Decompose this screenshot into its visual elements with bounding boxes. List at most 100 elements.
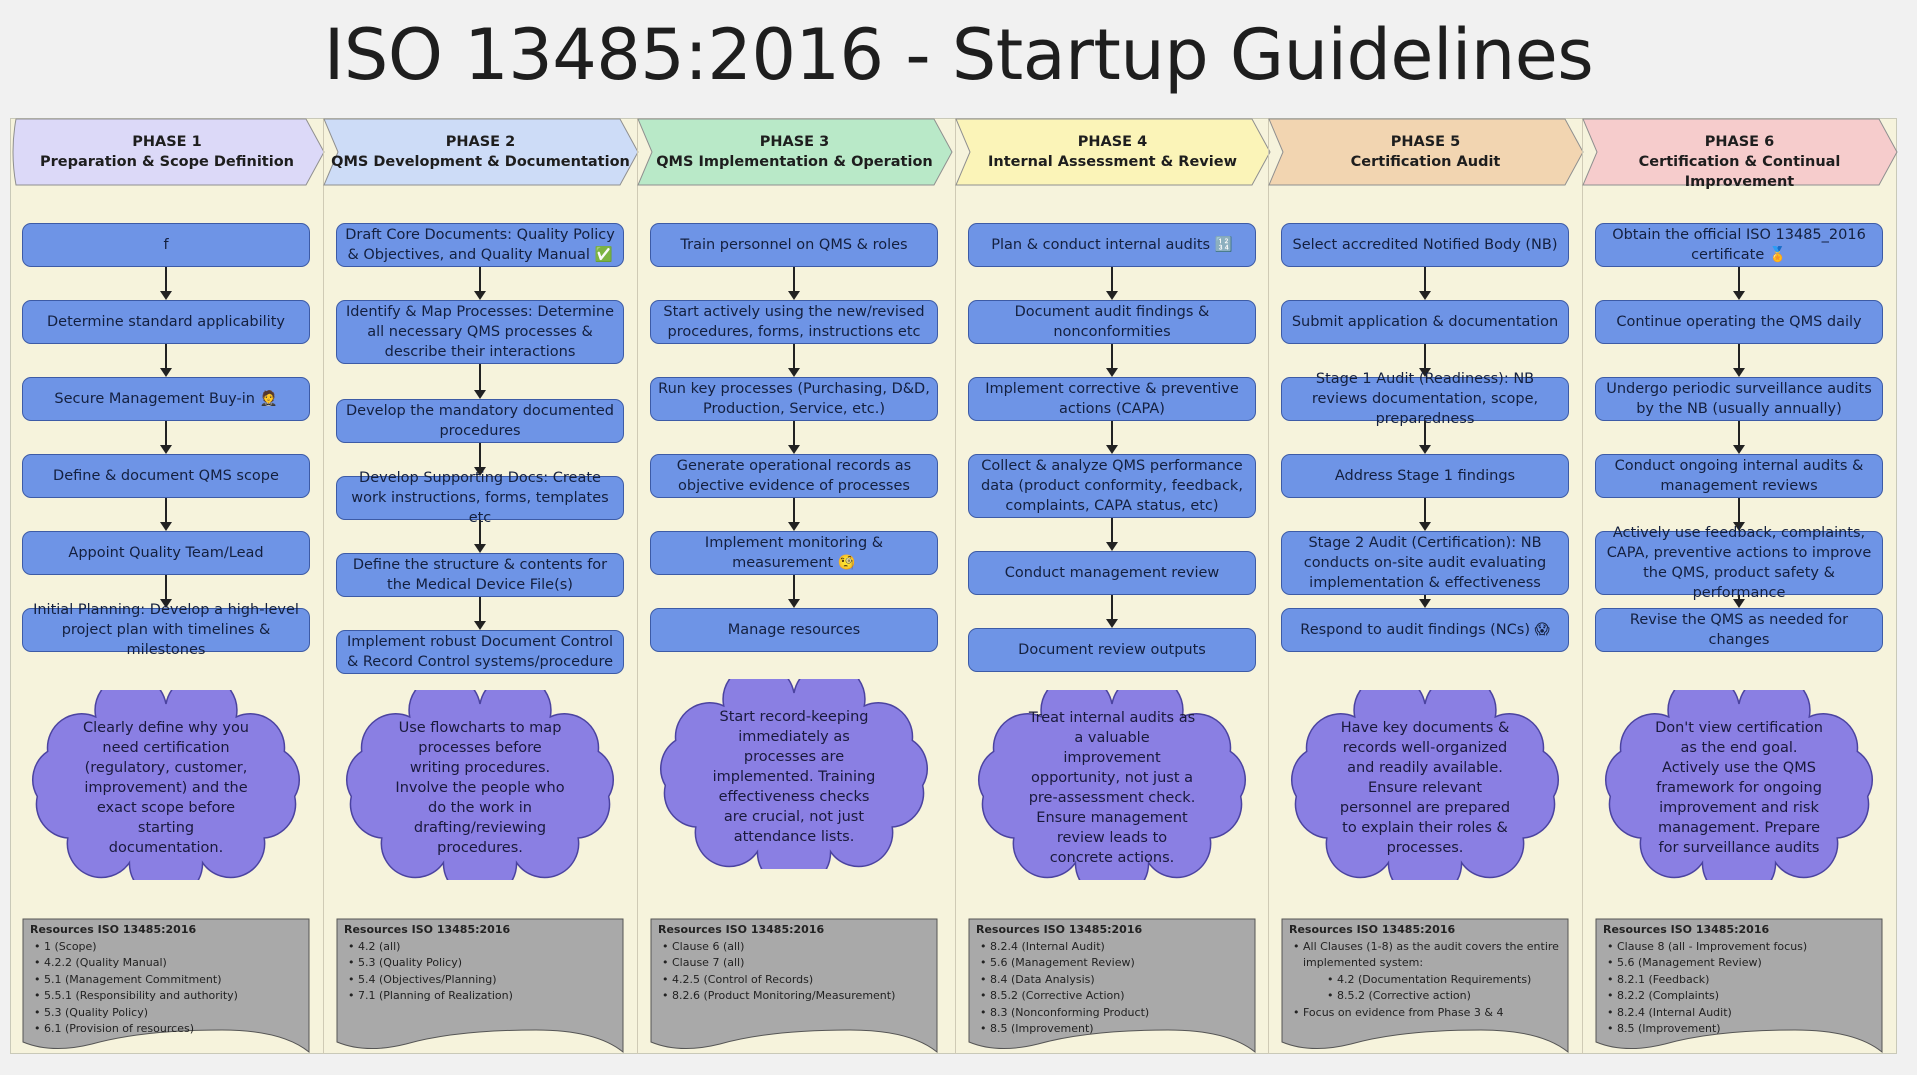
phase-title: PHASE 1 Preparation & Scope Definition bbox=[10, 132, 324, 172]
resources-content: Resources ISO 13485:2016All Clauses (1-8… bbox=[1289, 922, 1561, 1021]
process-step: Select accredited Notified Body (NB) bbox=[1281, 223, 1569, 267]
tip-cloud: Start record-keeping immediately as proc… bbox=[650, 679, 938, 869]
process-step: Identify & Map Processes: Determine all … bbox=[336, 300, 624, 364]
cloud-shape bbox=[1605, 690, 1873, 880]
process-step: Generate operational records as objectiv… bbox=[650, 454, 938, 498]
cloud-shape bbox=[978, 690, 1246, 880]
process-step: Secure Management Buy-in 🤵 bbox=[22, 377, 310, 421]
phase-name: Internal Assessment & Review bbox=[988, 154, 1237, 170]
resources-title: Resources ISO 13485:2016 bbox=[658, 923, 825, 936]
flow-arrow bbox=[1106, 344, 1118, 377]
resource-item: Focus on evidence from Phase 3 & 4 bbox=[1289, 1005, 1561, 1022]
resource-item: Clause 7 (all) bbox=[658, 955, 930, 972]
flow-arrow bbox=[788, 421, 800, 454]
process-step: Actively use feedback, complaints, CAPA,… bbox=[1595, 525, 1883, 601]
tip-cloud: Clearly define why you need certificatio… bbox=[22, 690, 310, 880]
resources-content: Resources ISO 13485:2016Clause 8 (all - … bbox=[1603, 922, 1875, 1038]
phase-header: PHASE 1 Preparation & Scope Definition bbox=[10, 118, 325, 186]
resource-item: 8.5 (Improvement) bbox=[1603, 1021, 1875, 1038]
flow-arrow bbox=[1419, 267, 1431, 300]
process-step: Appoint Quality Team/Lead bbox=[22, 531, 310, 575]
tip-cloud: Don't view certification as the end goal… bbox=[1595, 690, 1883, 880]
phase-number: PHASE 1 bbox=[132, 134, 202, 150]
flow-arrow bbox=[1733, 344, 1745, 377]
process-step: Run key processes (Purchasing, D&D, Prod… bbox=[650, 377, 938, 421]
flow-arrow bbox=[1106, 267, 1118, 300]
flow-arrow bbox=[160, 421, 172, 454]
process-step: Implement corrective & preventive action… bbox=[968, 377, 1256, 421]
resource-item: 1 (Scope) bbox=[30, 939, 302, 956]
resources-note: Resources ISO 13485:2016Clause 8 (all - … bbox=[1595, 918, 1883, 1054]
resource-item: 5.3 (Quality Policy) bbox=[30, 1005, 302, 1022]
resource-item: Clause 8 (all - Improvement focus) bbox=[1603, 939, 1875, 956]
resource-item: 6.1 (Provision of resources) bbox=[30, 1021, 302, 1038]
phase-name: Certification & Continual Improvement bbox=[1638, 154, 1841, 190]
resource-item: 8.3 (Nonconforming Product) bbox=[976, 1005, 1248, 1022]
phase-title: PHASE 3 QMS Implementation & Operation bbox=[638, 132, 951, 172]
process-step: Conduct ongoing internal audits & manage… bbox=[1595, 454, 1883, 498]
process-step: Implement robust Document Control & Reco… bbox=[336, 630, 624, 674]
flow-arrow bbox=[474, 443, 486, 476]
process-step: Stage 1 Audit (Readiness): NB reviews do… bbox=[1281, 371, 1569, 427]
cloud-shape bbox=[660, 679, 928, 869]
process-step: Start actively using the new/revised pro… bbox=[650, 300, 938, 344]
phase-number: PHASE 3 bbox=[759, 134, 830, 150]
phase-name: Preparation & Scope Definition bbox=[40, 154, 294, 170]
resource-item: 5.4 (Objectives/Planning) bbox=[344, 972, 616, 989]
resources-title: Resources ISO 13485:2016 bbox=[1603, 923, 1770, 936]
process-step: Determine standard applicability bbox=[22, 300, 310, 344]
resources-note: Resources ISO 13485:20168.2.4 (Internal … bbox=[968, 918, 1256, 1054]
cloud-shape bbox=[32, 690, 300, 880]
process-step: Draft Core Documents: Quality Policy & O… bbox=[336, 223, 624, 267]
resources-note: Resources ISO 13485:20161 (Scope)4.2.2 (… bbox=[22, 918, 310, 1054]
phase-header: PHASE 3 QMS Implementation & Operation bbox=[637, 118, 953, 186]
tip-text: Have key documents & records well-organi… bbox=[1339, 720, 1511, 856]
process-step: Document audit findings & nonconformitie… bbox=[968, 300, 1256, 344]
tip-cloud: Treat internal audits as a valuable impr… bbox=[968, 690, 1256, 880]
phase-name: QMS Implementation & Operation bbox=[656, 154, 933, 170]
process-step: Stage 2 Audit (Certification): NB conduc… bbox=[1281, 531, 1569, 595]
phase-chevron-shape bbox=[12, 118, 325, 186]
flow-arrow bbox=[1733, 595, 1745, 608]
process-step: Undergo periodic surveillance audits by … bbox=[1595, 377, 1883, 421]
resource-item: 7.1 (Planning of Realization) bbox=[344, 988, 616, 1005]
flow-arrow bbox=[1733, 267, 1745, 300]
tip-text: Don't view certification as the end goal… bbox=[1655, 720, 1823, 856]
flow-arrow bbox=[160, 267, 172, 300]
flow-arrow bbox=[474, 267, 486, 300]
flow-arrow bbox=[474, 520, 486, 553]
phase-chevron-shape bbox=[323, 118, 639, 186]
flow-arrow bbox=[1106, 421, 1118, 454]
process-step: Train personnel on QMS & roles bbox=[650, 223, 938, 267]
process-step: Plan & conduct internal audits 🔢 bbox=[968, 223, 1256, 267]
phase-chevron-shape bbox=[1582, 118, 1898, 186]
process-step: f bbox=[22, 223, 310, 267]
cloud-shape bbox=[1291, 690, 1559, 880]
process-step: Develop the mandatory documented procedu… bbox=[336, 399, 624, 443]
flow-arrow bbox=[788, 498, 800, 531]
phase-number: PHASE 5 bbox=[1390, 134, 1461, 150]
resource-item: 5.3 (Quality Policy) bbox=[344, 955, 616, 972]
tip-text: Treat internal audits as a valuable impr… bbox=[1028, 710, 1196, 866]
resources-note: Resources ISO 13485:2016All Clauses (1-8… bbox=[1281, 918, 1569, 1054]
resource-item: 8.4 (Data Analysis) bbox=[976, 972, 1248, 989]
tip-cloud: Have key documents & records well-organi… bbox=[1281, 690, 1569, 880]
process-step: Define the structure & contents for the … bbox=[336, 553, 624, 597]
resource-item: 5.6 (Management Review) bbox=[976, 955, 1248, 972]
flow-arrow bbox=[1733, 498, 1745, 531]
flow-arrow bbox=[1419, 344, 1431, 377]
resource-item: 8.2.4 (Internal Audit) bbox=[976, 939, 1248, 956]
flow-arrow bbox=[1419, 421, 1431, 454]
tip-text: Use flowcharts to map processes before w… bbox=[395, 720, 565, 856]
flow-arrow bbox=[788, 344, 800, 377]
